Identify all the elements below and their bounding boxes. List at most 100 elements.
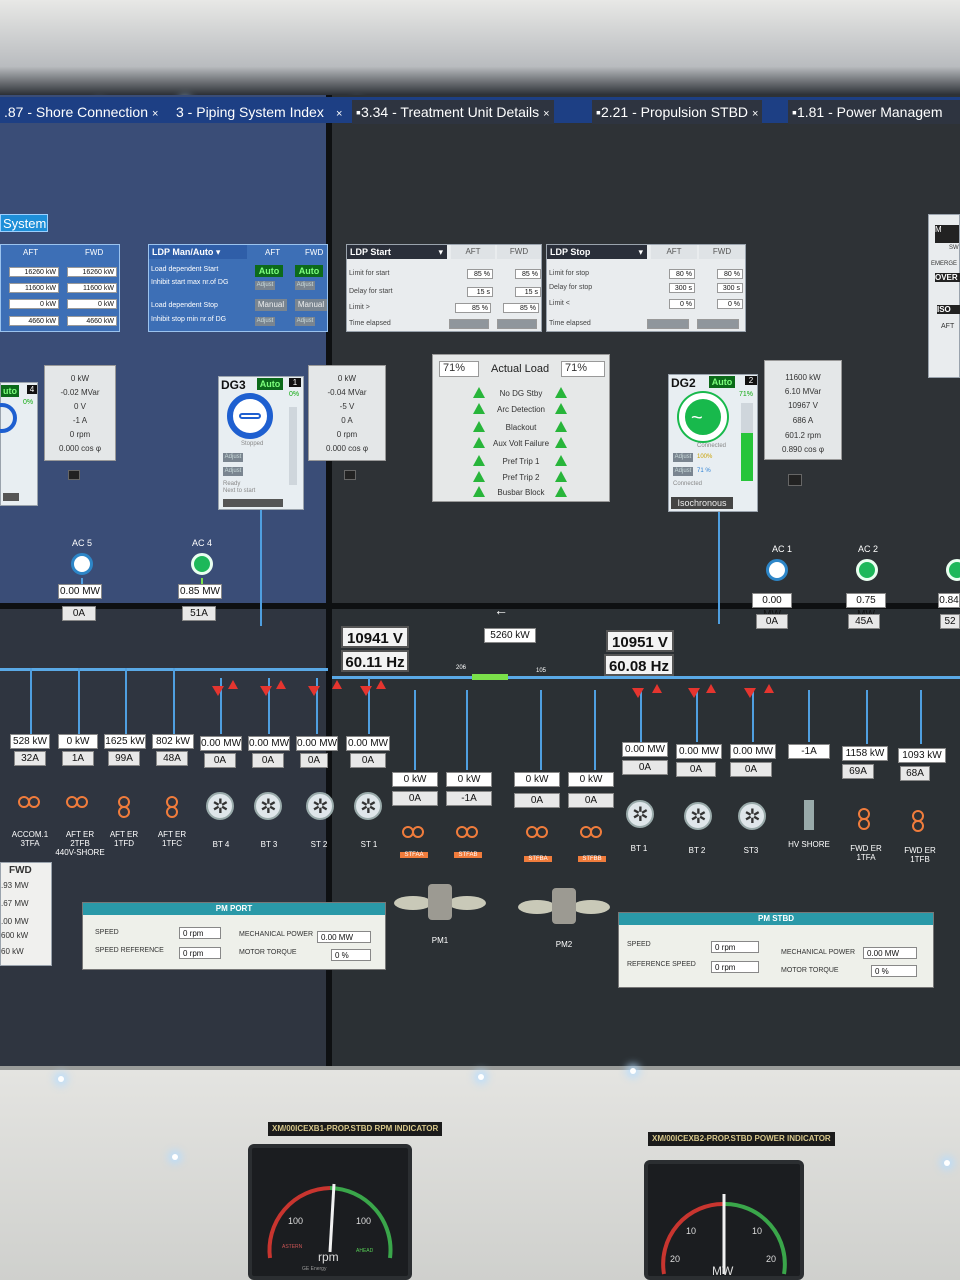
ac-motor-icon[interactable]: [191, 553, 213, 575]
propeller-pm1-icon[interactable]: [394, 880, 486, 930]
col-aft: AFT: [451, 245, 495, 259]
setpoint-value: 100%: [697, 454, 713, 460]
indicator-lamp: [344, 470, 356, 480]
ac-motor-icon[interactable]: [71, 553, 93, 575]
transformer-icon[interactable]: [66, 796, 90, 818]
transformer-icon[interactable]: [580, 826, 604, 848]
feeder-power: 0 kW: [446, 772, 492, 787]
feeder-current: 0A: [730, 762, 772, 777]
breaker-open-icon[interactable]: [632, 688, 644, 698]
feeder-wire: [78, 668, 80, 734]
adjust-button[interactable]: Adjust: [223, 453, 243, 462]
status-item: Arc Detection: [496, 405, 546, 414]
adjust-button[interactable]: Adjust: [673, 467, 693, 476]
thruster-fan-icon[interactable]: [254, 792, 282, 820]
string-light: [944, 1160, 950, 1166]
panel-title[interactable]: LDP Start ▾: [347, 245, 447, 259]
generator-panel-dg4[interactable]: uto 4 0%: [0, 382, 38, 506]
ac-motor-icon[interactable]: [946, 559, 960, 581]
value-cell: 11600 kW: [67, 283, 117, 293]
breaker-open-icon[interactable]: [308, 686, 320, 696]
propeller-pm2-icon[interactable]: [518, 884, 610, 934]
close-icon[interactable]: ×: [151, 108, 159, 120]
dial-tick: 100: [288, 1216, 304, 1226]
ac-motor-icon[interactable]: [766, 559, 788, 581]
status-item: No DG Stby: [499, 389, 543, 398]
transformer-icon[interactable]: [18, 796, 42, 818]
readout-amp: -1 A: [72, 416, 88, 425]
adjust-button[interactable]: Adjust: [223, 467, 243, 476]
isochronous-box[interactable]: ISO: [937, 305, 960, 314]
transformer-icon[interactable]: [526, 826, 550, 848]
tab-power-management[interactable]: ▪1.81 - Power Managem: [788, 100, 960, 124]
value-cell: 4660 kW: [67, 316, 117, 326]
panel-title[interactable]: LDP Stop ▾: [547, 245, 647, 259]
close-icon[interactable]: ×: [543, 108, 550, 120]
adjust-button[interactable]: Adjust: [255, 317, 275, 326]
generator-panel-dg2[interactable]: DG2 Auto 2 71% ~ Connected Adjust 100% A…: [668, 374, 758, 512]
readout-mvar: 6.10 MVar: [784, 387, 822, 396]
tab-piping-system-index[interactable]: 3 - Piping System Index: [176, 104, 324, 120]
value-cell: 85 %: [503, 303, 539, 313]
transformer-icon[interactable]: [162, 796, 186, 818]
row-label: Inhibit start max nr.of DG: [151, 279, 229, 286]
override-box[interactable]: OVER: [935, 273, 960, 282]
status-ok-icon: [473, 421, 485, 432]
ac-motor-icon[interactable]: [856, 559, 878, 581]
thruster-fan-icon[interactable]: [738, 802, 766, 830]
system-header[interactable]: System: [0, 214, 48, 232]
adjust-button[interactable]: Adjust: [673, 453, 693, 462]
load-bar: [741, 403, 753, 481]
thruster-fan-icon[interactable]: [354, 792, 382, 820]
pm-title: PM PORT: [83, 903, 385, 915]
tab-shore-connection[interactable]: .87 - Shore Connection×: [4, 104, 159, 120]
load-bar-fill: [741, 433, 753, 481]
emergency-panel: M SW EMERGE OVER ISO AFT: [928, 214, 960, 378]
breaker-open-icon[interactable]: [688, 688, 700, 698]
status-ok-icon: [473, 455, 485, 466]
list-value: .93 MW: [1, 881, 29, 890]
thruster-fan-icon[interactable]: [626, 800, 654, 828]
generator-readout: 0 kW -0.02 MVar 0 V -1 A 0 rpm 0.000 cos…: [44, 365, 116, 461]
tab-treatment-unit-details[interactable]: ▪3.34 - Treatment Unit Details×: [352, 100, 554, 124]
breaker-open-icon[interactable]: [360, 686, 372, 696]
value-cell: 16260 kW: [9, 267, 59, 277]
panel-title[interactable]: LDP Man/Auto ▾: [149, 245, 247, 259]
close-icon[interactable]: ×: [752, 108, 759, 120]
value-cell: 85 %: [455, 303, 491, 313]
adjust-button[interactable]: Adjust: [255, 281, 275, 290]
tab-close[interactable]: ×: [332, 100, 344, 124]
generator-panel-dg3[interactable]: DG3 Auto 1 0% Stopped Adjust Adjust Read…: [218, 376, 304, 510]
ac-label: AC 2: [857, 544, 878, 554]
thruster-fan-icon[interactable]: [684, 802, 712, 830]
readout-amp: 686 A: [792, 416, 814, 425]
transformer-icon[interactable]: [854, 808, 878, 830]
dial-unit: rpm: [318, 1250, 339, 1264]
breaker-open-icon[interactable]: [744, 688, 756, 698]
transformer-icon[interactable]: [402, 826, 426, 848]
tab-propulsion-stbd[interactable]: ▪2.21 - Propulsion STBD×: [592, 100, 763, 124]
breaker-open-icon[interactable]: [260, 686, 272, 696]
transformer-icon[interactable]: [114, 796, 138, 818]
manual-button[interactable]: Manual: [295, 299, 327, 311]
breaker-open-icon[interactable]: [212, 686, 224, 696]
auto-badge: uto: [1, 385, 19, 397]
feeder-current: 69A: [842, 764, 874, 779]
bus-tie-breaker[interactable]: [472, 674, 508, 680]
manual-button[interactable]: Manual: [255, 299, 287, 311]
transformer-icon[interactable]: [456, 826, 480, 848]
feeder-current: 0A: [300, 753, 328, 768]
thruster-fan-icon[interactable]: [206, 792, 234, 820]
stbd-bus-frequency: 60.08 Hz: [604, 654, 674, 676]
close-icon[interactable]: ×: [336, 108, 343, 120]
transformer-icon[interactable]: [908, 810, 932, 832]
adjust-button[interactable]: Adjust: [295, 317, 315, 326]
shore-connection-icon[interactable]: [804, 800, 814, 830]
thruster-fan-icon[interactable]: [306, 792, 334, 820]
adjust-button[interactable]: Adjust: [295, 281, 315, 290]
value-cell: 15 s: [515, 287, 541, 297]
auto-button[interactable]: Auto: [295, 265, 323, 277]
generator-running-icon: ~: [679, 393, 727, 441]
auto-button[interactable]: Auto: [255, 265, 283, 277]
readout-volt: -5 V: [339, 402, 355, 411]
